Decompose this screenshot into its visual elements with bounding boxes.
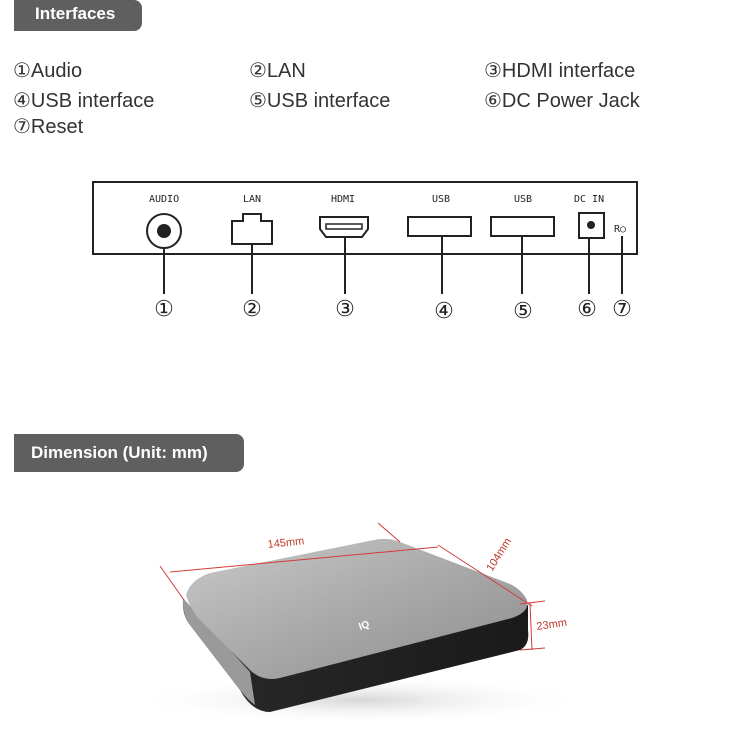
panel-label-dc-in: DC IN: [574, 194, 604, 205]
panel-label-usb-2: USB: [514, 194, 532, 205]
panel-label-lan: LAN: [243, 194, 261, 205]
dim-ext-height-bottom: [519, 647, 546, 651]
callout-4: ④: [434, 299, 454, 324]
dc-jack-icon: [578, 212, 605, 239]
legend-item-lan: ②LAN: [249, 60, 306, 82]
dim-line-length: [169, 546, 439, 573]
device-front-light-band: [182, 598, 255, 705]
panel-label-hdmi: HDMI: [331, 194, 355, 205]
dim-line-height: [529, 602, 533, 651]
dc-jack-center-icon: [587, 221, 595, 229]
hdmi-port-inner-icon: [325, 223, 363, 230]
legend-item-dc-power: ⑥DC Power Jack: [484, 90, 640, 112]
callout-3: ③: [335, 297, 355, 322]
callout-6: ⑥: [577, 297, 597, 322]
dim-ext-height-top: [519, 600, 546, 605]
lan-port-icon: [231, 213, 273, 245]
callout-5: ⑤: [513, 299, 533, 324]
legend-item-audio: ①Audio: [13, 60, 83, 82]
dim-ext-length-left: [159, 565, 185, 601]
callout-1: ①: [154, 297, 174, 322]
dim-label-height: 23mm: [536, 617, 568, 633]
usb-port-1-icon: [407, 216, 472, 237]
panel-label-usb-1: USB: [432, 194, 450, 205]
device-top-face: [186, 538, 528, 679]
interfaces-section-tag: Interfaces: [14, 0, 142, 31]
panel-label-reset: R○: [614, 224, 626, 235]
legend-item-usb-2: ⑤USB interface: [249, 90, 391, 112]
dimension-section-tag: Dimension (Unit: mm): [14, 434, 244, 472]
dim-ext-length-right: [377, 522, 401, 543]
usb-port-2-icon: [490, 216, 555, 237]
dim-label-width: 104mm: [484, 536, 514, 573]
legend-item-reset: ⑦Reset: [13, 116, 84, 138]
audio-jack-center-icon: [157, 224, 171, 238]
dim-line-width: [437, 544, 533, 607]
legend-item-usb-1: ④USB interface: [13, 90, 155, 112]
dim-label-length: 145mm: [267, 535, 305, 551]
legend-item-hdmi: ③HDMI interface: [484, 60, 636, 82]
callout-7: ⑦: [612, 297, 632, 322]
panel-label-audio: AUDIO: [149, 194, 179, 205]
device-logo: IQ: [358, 619, 372, 633]
callout-2: ②: [242, 297, 262, 322]
